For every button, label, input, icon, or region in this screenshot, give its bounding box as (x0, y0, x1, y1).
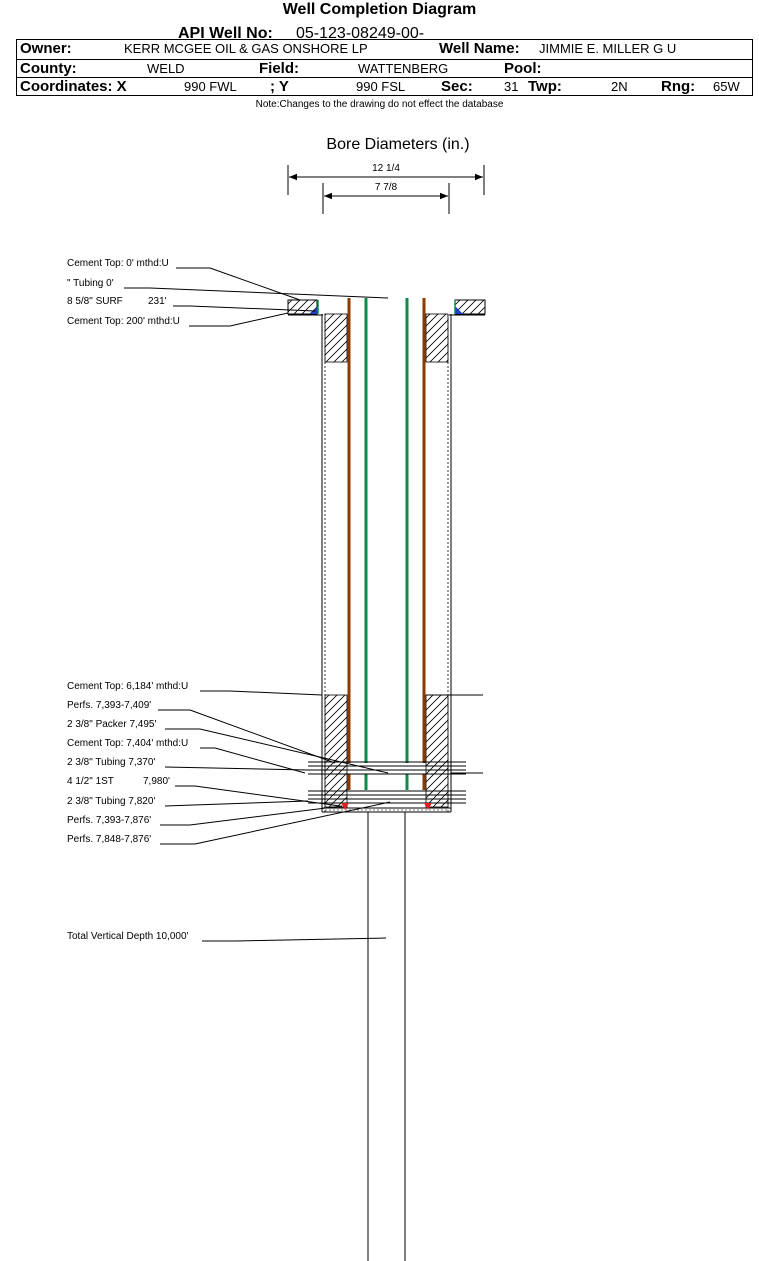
owner-row: Owner: KERR MCGEE OIL & GAS ONSHORE LP W… (16, 39, 753, 59)
rng-value: 65W (713, 79, 740, 94)
leader-perfs-7848-7876 (194, 801, 391, 845)
upper-cement-left (324, 313, 348, 363)
leader-production-casing (194, 785, 341, 807)
label-production-casing-depth: 7,980' (143, 776, 170, 787)
leader-cement-top-0 (209, 267, 301, 301)
county-value: WELD (147, 61, 185, 76)
leader-tubing-7370 (164, 766, 309, 771)
leader-cement-top-7404 (214, 747, 306, 774)
field-value: WATTENBERG (358, 61, 449, 76)
leader-cement-top-200 (229, 312, 289, 327)
label-cement-top-200: Cement Top: 200' mthd:U (67, 316, 180, 327)
owner-value: KERR MCGEE OIL & GAS ONSHORE LP (124, 41, 368, 56)
label-perfs-7393-7409: Perfs. 7,393-7,409' (67, 700, 151, 711)
leader-perfs-7393-7409 (189, 709, 336, 764)
leader-surface-casing (189, 305, 316, 312)
field-label: Field: (259, 60, 299, 77)
database-note: Note:Changes to the drawing do not effec… (255, 99, 504, 110)
owner-label: Owner: (20, 40, 72, 57)
label-perfs-7393-7876: Perfs. 7,393-7,876' (67, 815, 151, 826)
label-packer: 2 3/8" Packer 7,495' (67, 719, 156, 730)
label-tubing-7370: 2 3/8" Tubing 7,370' (67, 757, 155, 768)
label-tubing-0: " Tubing 0' (67, 278, 114, 289)
rng-label: Rng: (661, 78, 696, 95)
leader-cement-top-6184 (229, 690, 323, 696)
well-name-value: JIMMIE E. MILLER G U (539, 41, 677, 56)
label-total-depth: Total Vertical Depth 10,000' (67, 931, 189, 942)
leader-total-depth (234, 937, 387, 942)
coord-y-label: ; Y (270, 78, 289, 95)
label-tubing-7820: 2 3/8" Tubing 7,820' (67, 796, 155, 807)
api-well-value: 05-123-08249-00- (296, 25, 425, 42)
api-well-label: API Well No: (178, 25, 273, 42)
lower-cement-right (425, 694, 449, 808)
label-perfs-7848-7876: Perfs. 7,848-7,876' (67, 834, 151, 845)
pool-label: Pool: (504, 60, 542, 77)
label-surface-casing-depth: 231' (148, 296, 167, 307)
perforation-right (424, 803, 432, 810)
label-cement-top-7404: Cement Top: 7,404' mthd:U (67, 738, 188, 749)
surface-shoe-right (455, 306, 463, 314)
packer-lines-upper (308, 761, 466, 775)
coord-x-label: Coordinates: X (20, 78, 127, 95)
well-name-label: Well Name: (439, 40, 520, 57)
label-cement-top-0: Cement Top: 0' mthd:U (67, 258, 169, 269)
leader-packer (199, 728, 389, 774)
bore-inner-label: 7 7/8 (375, 182, 398, 193)
sec-label: Sec: (441, 78, 473, 95)
coordinates-row: Coordinates: X 990 FWL ; Y 990 FSL Sec: … (16, 77, 753, 96)
bore-diameters-title: Bore Diameters (in.) (326, 136, 469, 153)
page-title: Well Completion Diagram (282, 1, 477, 18)
sec-value: 31 (504, 79, 519, 94)
twp-value: 2N (611, 79, 628, 94)
label-surface-casing: 8 5/8" SURF (67, 296, 123, 307)
label-production-casing: 4 1/2" 1ST (67, 776, 114, 787)
bore-outer-label: 12 1/4 (372, 163, 400, 174)
leader-tubing-0 (149, 287, 389, 299)
upper-cement-right (425, 313, 449, 363)
leader-perfs-7393-7876 (189, 805, 343, 826)
lower-cement-left (324, 694, 348, 808)
perforation-left (341, 803, 349, 810)
leader-tubing-7820 (164, 800, 309, 807)
coord-x-value: 990 FWL (184, 79, 237, 94)
county-row: County: WELD Field: WATTENBERG Pool: (16, 59, 753, 77)
coord-y-value: 990 FSL (356, 79, 406, 94)
surface-shoe-left (310, 306, 318, 314)
county-label: County: (20, 60, 77, 77)
label-cement-top-6184: Cement Top: 6,184' mthd:U (67, 681, 188, 692)
twp-label: Twp: (528, 78, 562, 95)
